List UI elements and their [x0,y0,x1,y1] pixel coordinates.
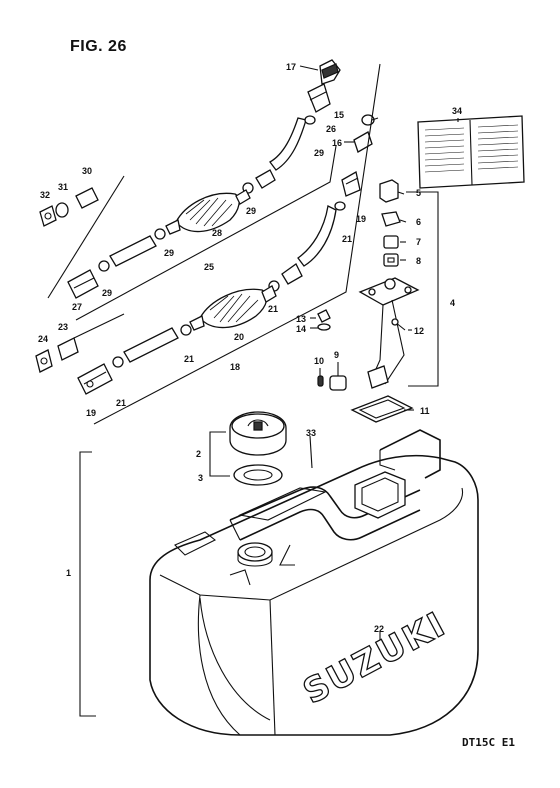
label-part-22: 22 [374,624,384,634]
label-part-33: 33 [306,428,316,438]
gauge-float [317,375,347,391]
label-part-15: 15 [334,110,344,120]
label-part-20: 20 [234,332,244,342]
screw-and-washer [317,309,331,331]
suzuki-logo: SUZUKI [296,604,453,714]
label-part-29c: 29 [164,248,174,258]
label-part-29d: 29 [102,288,112,298]
label-part-32: 32 [40,190,50,200]
label-part-29a: 29 [314,148,324,158]
label-part-27: 27 [72,302,82,312]
label-part-13: 13 [296,314,306,324]
label-part-31: 31 [58,182,68,192]
caution-label [417,115,525,189]
label-part-9: 9 [334,350,339,360]
label-part-23: 23 [58,322,68,332]
label-part-30: 30 [82,166,92,176]
fuel-gauge-assembly [350,277,420,423]
label-part-10: 10 [314,356,324,366]
label-part-14: 14 [296,324,306,334]
label-part-19b: 19 [86,408,96,418]
label-part-29b: 29 [246,206,256,216]
fuel-cap [229,411,287,456]
fuel-tank [149,429,479,736]
label-part-6: 6 [416,217,421,227]
label-part-24: 24 [38,334,48,344]
figure-title: FIG. 26 [70,38,127,55]
label-part-1: 1 [66,568,71,578]
label-part-19a: 19 [356,214,366,224]
label-part-2: 2 [196,449,201,459]
label-part-21b: 21 [268,304,278,314]
label-part-8: 8 [416,256,421,266]
lower-fuel-line [35,114,375,395]
label-part-3: 3 [198,473,203,483]
label-part-7: 7 [416,237,421,247]
upper-fuel-line [39,59,341,299]
tank-brand-text: SUZUKI [297,604,453,712]
label-part-17: 17 [286,62,296,72]
label-part-28: 28 [212,228,222,238]
label-part-12: 12 [414,326,424,336]
model-code: DT15C E1 [462,736,515,749]
label-part-21d: 21 [116,398,126,408]
label-part-26: 26 [326,124,336,134]
label-part-16: 16 [332,138,342,148]
label-part-4: 4 [450,298,455,308]
label-part-11: 11 [420,406,430,416]
gauge-small-parts [379,179,401,267]
label-part-5: 5 [416,188,421,198]
label-part-34: 34 [452,106,462,116]
label-part-21a: 21 [342,234,352,244]
label-part-25: 25 [204,262,214,272]
label-part-18: 18 [230,362,240,372]
cap-gasket [233,464,283,486]
label-part-21c: 21 [184,354,194,364]
part-number-labels: 1 2 3 4 5 6 7 8 9 10 11 12 13 14 15 16 1… [38,62,462,634]
leader-lines [299,65,459,640]
